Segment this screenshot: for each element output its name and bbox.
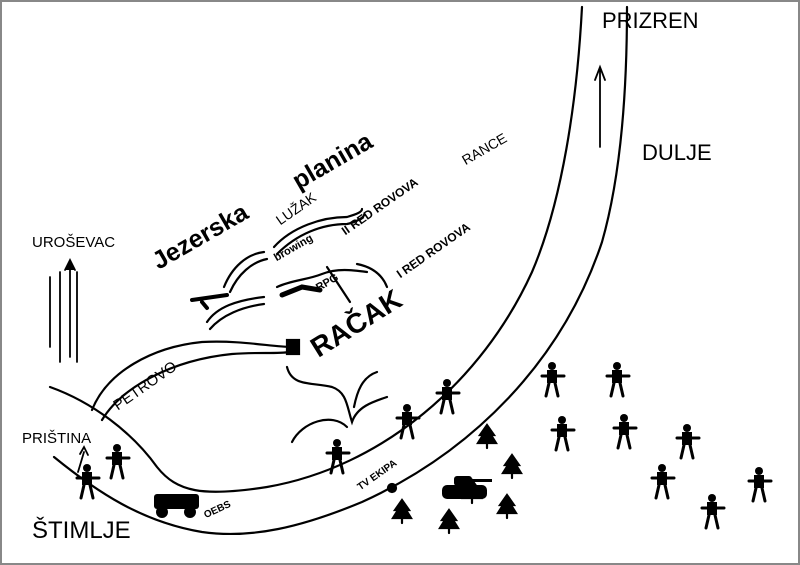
trench-line: [222, 250, 266, 289]
soldier-icon: [605, 362, 631, 398]
trench-line: [275, 268, 369, 289]
soldier-icon: [675, 424, 701, 460]
path-racak-2: [290, 418, 349, 444]
trench-line: [228, 257, 269, 294]
soldier-icon: [540, 362, 566, 398]
soldier-icon: [75, 464, 101, 500]
tv-ekipa-marker: [386, 482, 398, 494]
trench-line: [208, 302, 266, 331]
soldier-icon: [105, 444, 131, 480]
place-pristina: PRIŠTINA: [22, 430, 92, 447]
soldier-icon: [747, 467, 773, 503]
path-racak-3: [352, 370, 379, 409]
tree-icon: [496, 493, 518, 520]
soldier-icon: [650, 464, 676, 500]
soldiers-group: [75, 362, 773, 530]
tree-icon: [391, 498, 413, 525]
trench-line: [272, 207, 364, 249]
house-icon: [285, 338, 301, 356]
tree-icon: [438, 508, 460, 535]
place-stimlje: ŠTIMLJE: [32, 517, 131, 544]
tank-icon: [442, 476, 492, 499]
trench-line: [325, 265, 352, 304]
tree-icon: [476, 423, 498, 450]
soldier-icon: [550, 416, 576, 452]
place-dulje: DULJE: [642, 140, 712, 165]
road-edge-outer: [52, 5, 629, 536]
road-petrovo-2: [100, 350, 292, 422]
soldier-icon: [435, 379, 461, 415]
tree-icon: [501, 453, 523, 480]
path-racak: [285, 365, 389, 426]
road-edge-inner: [48, 5, 584, 493]
soldier-icon: [325, 439, 351, 475]
arrow-icon: [49, 64, 606, 473]
gun-icon: [190, 293, 229, 310]
jeep-icon: [154, 494, 199, 518]
place-prizren: PRIZREN: [602, 8, 699, 33]
soldier-icon: [700, 494, 726, 530]
rpg-icon: [279, 284, 323, 298]
road-petrovo: [90, 340, 294, 412]
soldier-icon: [612, 414, 638, 450]
place-urosevac: UROŠEVAC: [32, 234, 116, 251]
trench-line: [205, 295, 266, 324]
trench-line: [275, 213, 366, 256]
trench-line: [355, 262, 389, 289]
soldier-icon: [395, 404, 421, 440]
